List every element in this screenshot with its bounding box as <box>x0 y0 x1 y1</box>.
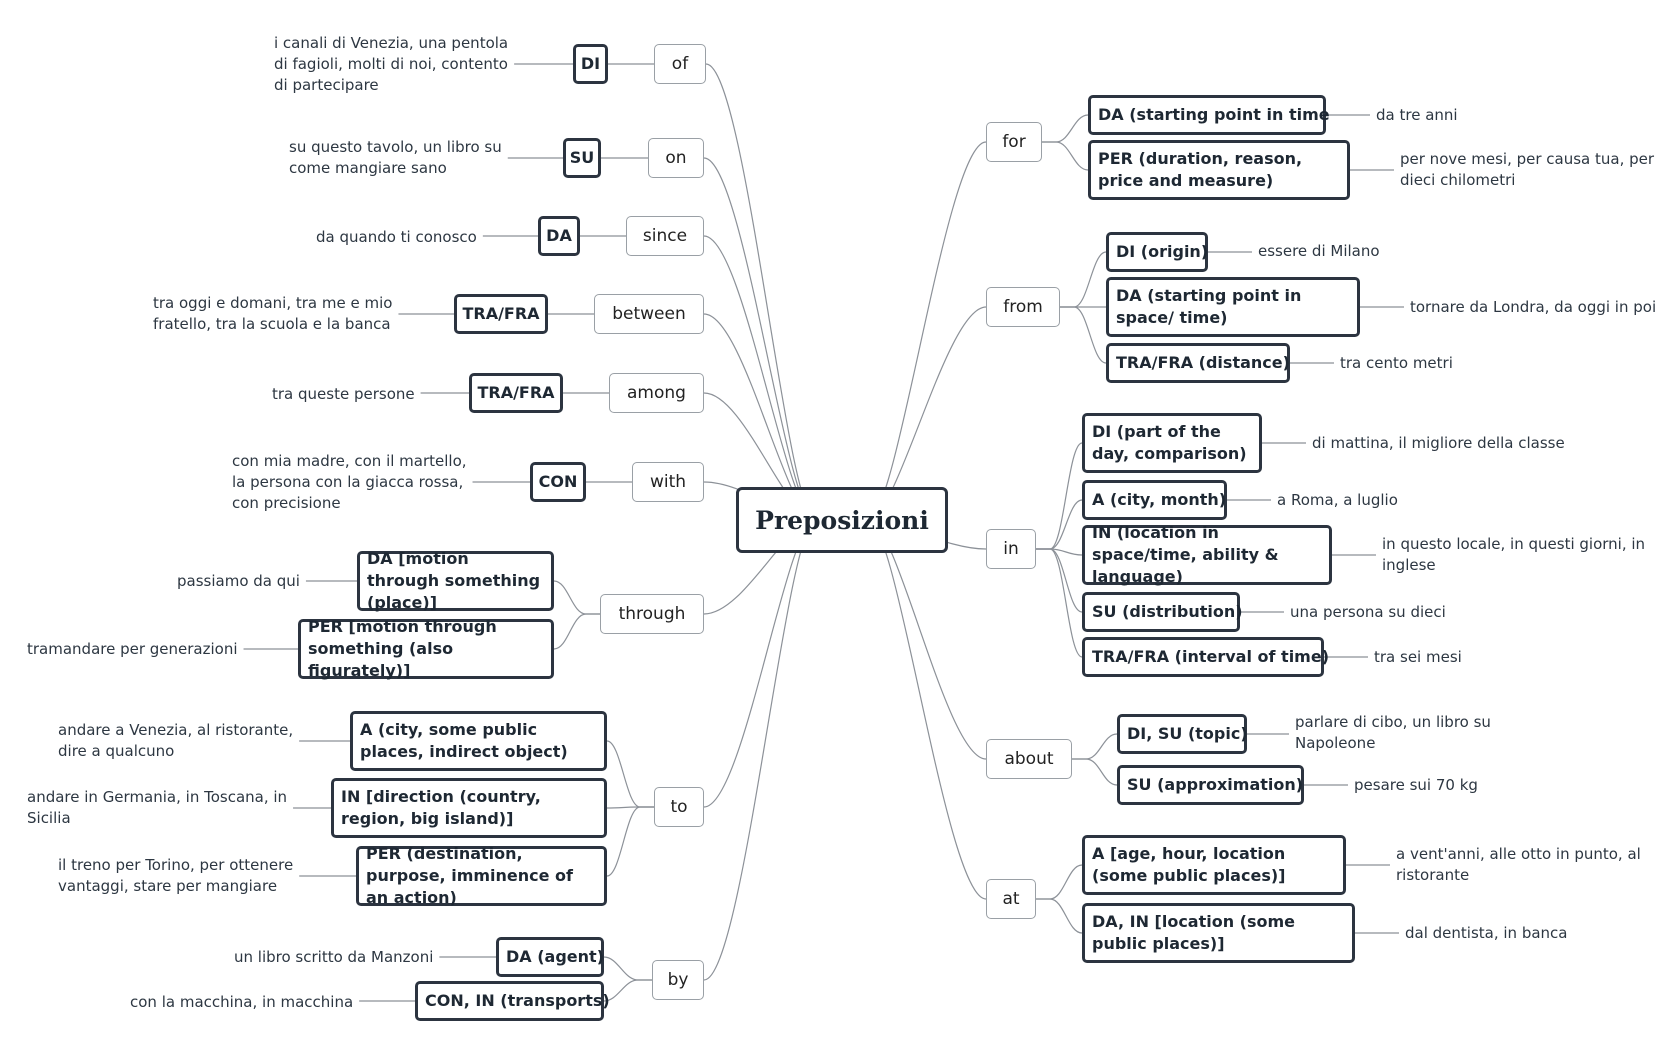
topic-among[interactable]: among <box>609 373 704 413</box>
example-from-da: tornare da Londra, da oggi in poi <box>1410 297 1657 316</box>
topic-from[interactable]: from <box>986 287 1060 327</box>
prep-from-di[interactable]: DI (origin) <box>1106 232 1208 272</box>
example-since-da: da quando ti conosco <box>316 227 477 246</box>
link-in-di <box>1036 442 1083 550</box>
prep-to-per[interactable]: PER (destination, purpose, imminence of … <box>356 844 607 907</box>
prep-in-in[interactable]: IN (location in space/time, ability & la… <box>1082 523 1332 586</box>
prep-about-su[interactable]: SU (approximation) <box>1117 765 1304 805</box>
link-in-in <box>1036 548 1083 556</box>
topic-by[interactable]: by <box>652 960 704 1000</box>
example-in-di: di mattina, il migliore della classe <box>1312 433 1565 452</box>
link-root-at <box>867 519 987 900</box>
topic-at[interactable]: at <box>986 879 1036 919</box>
example-about-su: pesare sui 70 kg <box>1354 775 1478 794</box>
example-about-disu: parlare di cibo, un libro su Napoleone <box>1295 713 1491 752</box>
topic-with[interactable]: with <box>632 462 704 502</box>
example-between-trafra: tra oggi e domani, tra me e mio fratello… <box>153 294 393 333</box>
link-root-for <box>867 141 987 521</box>
example-by-con-in: con la macchina, in macchina <box>130 992 354 1011</box>
prep-in-su[interactable]: SU (distribution) <box>1082 592 1243 632</box>
prep-in-a[interactable]: A (city, month) <box>1082 480 1227 520</box>
example-on-su: su questo tavolo, un libro su come mangi… <box>289 138 502 177</box>
prep-to-in[interactable]: IN [direction (country, region, big isla… <box>331 778 607 838</box>
topic-between[interactable]: between <box>594 294 704 334</box>
example-by-da: un libro scritto da Manzoni <box>234 947 434 966</box>
link-through-da <box>553 580 600 615</box>
link-about-disu <box>1072 733 1118 760</box>
link-through-per <box>553 613 600 650</box>
link-root-by <box>703 519 817 981</box>
link-to-a <box>606 740 654 808</box>
example-at-a: a vent'anni, alle otto in punto, al rist… <box>1396 845 1641 884</box>
prep-by-con-in[interactable]: CON, IN (transports) <box>415 981 610 1021</box>
link-by-da <box>603 956 652 981</box>
prep-for-da[interactable]: DA (starting point in time <box>1088 95 1330 135</box>
prep-through-da[interactable]: DA [motion through something (place)] <box>357 549 554 612</box>
example-from-trafra: tra cento metri <box>1340 353 1453 372</box>
example-in-in: in questo locale, in questi giorni, in i… <box>1382 535 1646 574</box>
prep-on-su[interactable]: SU <box>563 138 601 178</box>
link-at-a <box>1036 864 1083 900</box>
example-from-di: essere di Milano <box>1258 241 1380 260</box>
topic-for[interactable]: for <box>986 122 1042 162</box>
link-to-per <box>606 806 654 877</box>
prep-since-da[interactable]: DA <box>538 216 580 256</box>
example-with-con: con mia madre, con il martello, la perso… <box>232 451 467 512</box>
prep-in-di[interactable]: DI (part of the day, comparison) <box>1082 413 1262 473</box>
link-root-on <box>703 157 817 521</box>
topic-since[interactable]: since <box>626 216 704 256</box>
topic-of[interactable]: of <box>654 44 706 84</box>
example-for-da: da tre anni <box>1376 105 1458 124</box>
example-through-per: tramandare per generazioni <box>27 639 238 658</box>
prep-with-con[interactable]: CON <box>530 462 586 502</box>
example-to-per: il treno per Torino, per ottenere vantag… <box>58 856 294 895</box>
link-in-su <box>1036 548 1083 613</box>
link-in-trafra <box>1036 548 1083 658</box>
prep-among-trafra[interactable]: TRA/FRA <box>469 373 563 413</box>
topic-in[interactable]: in <box>986 529 1036 569</box>
link-from-trafra <box>1060 306 1107 364</box>
example-at-dain: dal dentista, in banca <box>1405 923 1568 942</box>
example-for-per: per nove mesi, per causa tua, per dieci … <box>1400 150 1655 189</box>
example-to-in: andare in Germania, in Toscana, in Sicil… <box>27 788 288 827</box>
topic-on[interactable]: on <box>648 138 704 178</box>
example-in-su: una persona su dieci <box>1290 602 1446 621</box>
link-for-da <box>1042 114 1089 143</box>
prep-at-a[interactable]: A [age, hour, location (some public plac… <box>1082 835 1346 895</box>
prep-about-disu[interactable]: DI, SU (topic) <box>1117 714 1248 754</box>
prep-through-per[interactable]: PER [motion through something (also figu… <box>298 617 554 680</box>
root-topic[interactable]: Preposizioni <box>736 487 948 553</box>
prep-for-per[interactable]: PER (duration, reason, price and measure… <box>1088 140 1350 200</box>
link-from-di <box>1060 251 1107 308</box>
link-root-since <box>703 235 817 521</box>
prep-at-dain[interactable]: DA, IN [location (some public places)] <box>1082 903 1355 963</box>
prep-of-di[interactable]: DI <box>573 44 608 84</box>
topic-about[interactable]: about <box>986 739 1072 779</box>
prep-to-a[interactable]: A (city, some public places, indirect ob… <box>350 711 607 771</box>
link-root-about <box>867 519 987 760</box>
link-in-a <box>1036 499 1083 550</box>
example-to-a: andare a Venezia, al ristorante, dire a … <box>58 721 294 760</box>
topic-through[interactable]: through <box>600 594 704 634</box>
example-in-a: a Roma, a luglio <box>1277 490 1398 509</box>
example-of-di: i canali di Venezia, una pentola di fagi… <box>274 33 509 94</box>
prep-in-trafra[interactable]: TRA/FRA (interval of time) <box>1082 637 1329 677</box>
prep-from-da[interactable]: DA (starting point in space/ time) <box>1106 277 1360 337</box>
example-through-da: passiamo da qui <box>177 571 300 590</box>
example-among-trafra: tra queste persone <box>272 384 415 403</box>
prep-between-trafra[interactable]: TRA/FRA <box>454 294 548 334</box>
link-for-per <box>1042 141 1089 171</box>
link-root-to <box>703 519 817 808</box>
example-in-trafra: tra sei mesi <box>1374 647 1462 666</box>
link-by-con-in <box>603 979 652 1002</box>
prep-by-da[interactable]: DA (agent) <box>496 937 604 977</box>
link-about-su <box>1072 758 1118 786</box>
link-at-dain <box>1036 898 1083 934</box>
topic-to[interactable]: to <box>654 787 704 827</box>
prep-from-trafra[interactable]: TRA/FRA (distance) <box>1106 343 1290 383</box>
